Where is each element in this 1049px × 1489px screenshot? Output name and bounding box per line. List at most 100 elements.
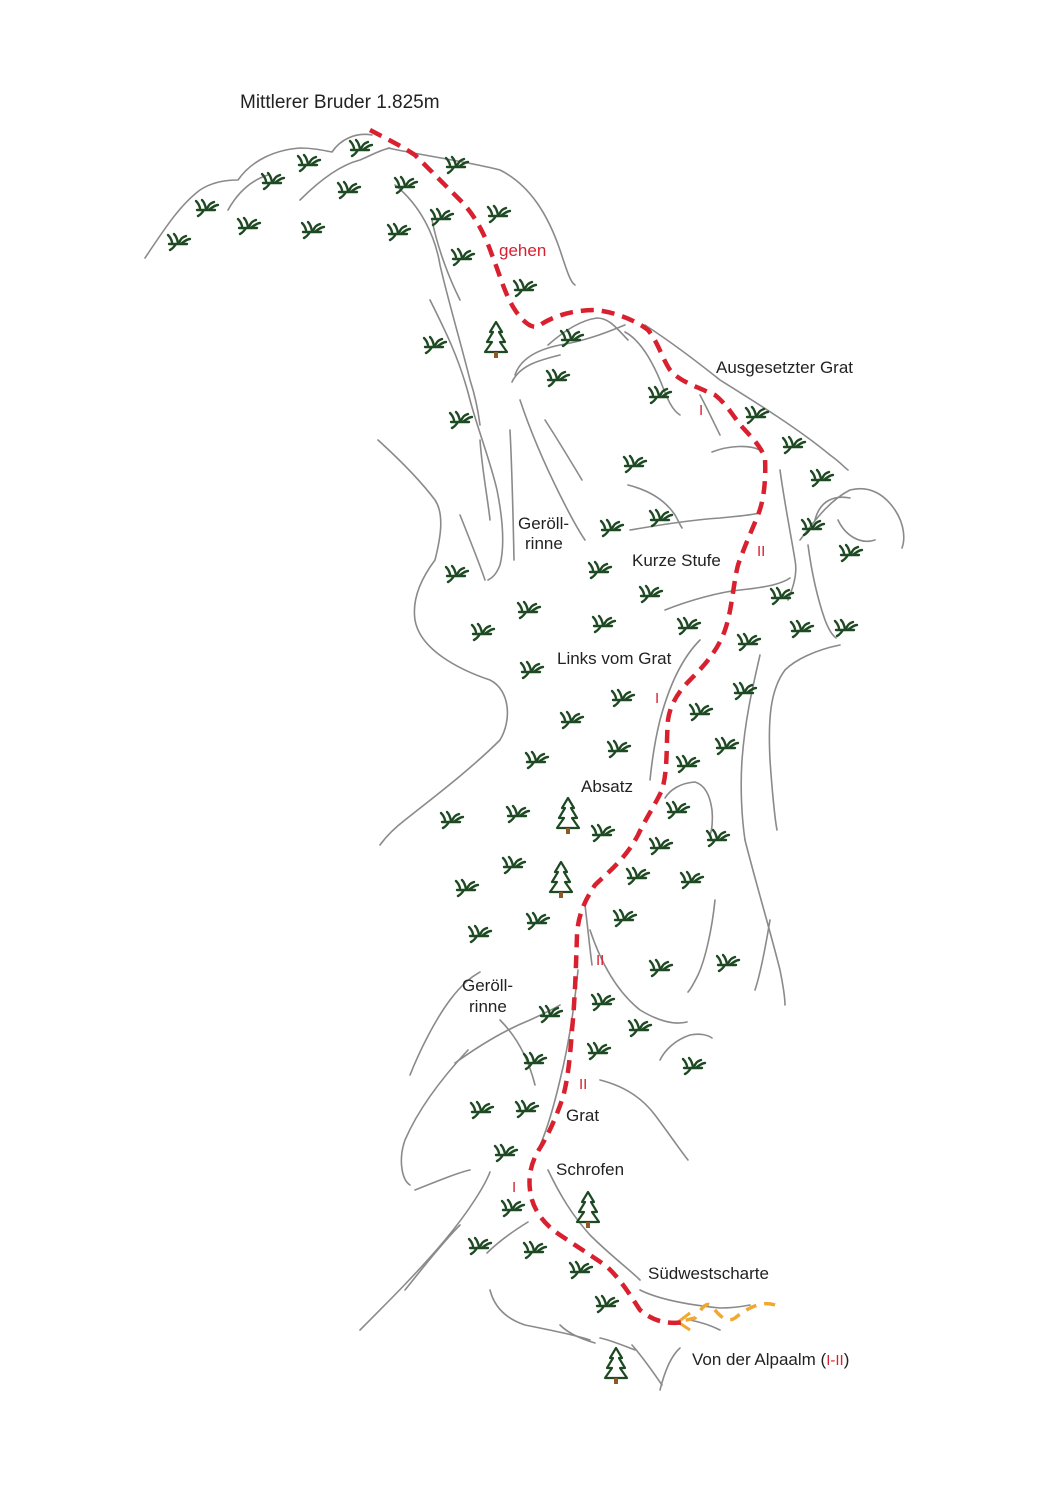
grass-tuft-icon xyxy=(606,739,632,759)
label-approach-alpaalm: Von der Alpaalm (I-II) xyxy=(692,1350,849,1369)
grade-mark-5: II xyxy=(579,1076,587,1093)
grass-tuft-icon xyxy=(300,220,326,240)
grass-tuft-icon xyxy=(194,198,220,218)
grass-tuft-icon xyxy=(439,810,465,830)
grass-tuft-icon xyxy=(386,222,412,242)
grass-tuft-icon xyxy=(516,600,542,620)
grass-tuft-icon xyxy=(467,1236,493,1256)
conifer-tree-icon xyxy=(483,320,509,358)
grass-tuft-icon xyxy=(559,328,585,348)
label-grat: Grat xyxy=(566,1106,599,1125)
grass-tuft-icon xyxy=(675,754,701,774)
label-links-vom-grat: Links vom Grat xyxy=(557,649,672,668)
grass-tuft-icon xyxy=(688,702,714,722)
grass-tuft-icon xyxy=(647,385,673,405)
grass-tuft-icon xyxy=(732,681,758,701)
grass-tuft-icon xyxy=(512,278,538,298)
label-ausgesetzter-grat: Ausgesetzter Grat xyxy=(716,358,853,377)
grass-tuft-icon xyxy=(612,908,638,928)
grass-tuft-icon xyxy=(736,632,762,652)
grass-tuft-icon xyxy=(648,958,674,978)
label-schrofen: Schrofen xyxy=(556,1160,624,1179)
grass-tuft-icon xyxy=(444,564,470,584)
grass-tuft-icon xyxy=(625,866,651,886)
grass-tuft-icon xyxy=(514,1099,540,1119)
grass-tuft-icon xyxy=(714,736,740,756)
grade-mark-1: I xyxy=(699,402,703,419)
grade-mark-2: II xyxy=(757,543,765,560)
grass-tuft-icon xyxy=(676,616,702,636)
label-geroellrinne-lower-line2: rinne xyxy=(469,997,507,1016)
label-gehen: gehen xyxy=(499,241,546,260)
grass-tuft-icon xyxy=(525,911,551,931)
grass-tuft-icon xyxy=(648,508,674,528)
grass-tuft-icon xyxy=(789,619,815,639)
grass-tuft-icon xyxy=(260,171,286,191)
grass-tuft-icon xyxy=(448,410,474,430)
conifer-tree-icon xyxy=(575,1190,601,1228)
grass-tuft-icon xyxy=(705,828,731,848)
grass-tuft-icon xyxy=(524,750,550,770)
grass-tuft-icon xyxy=(638,584,664,604)
label-kurze-stufe: Kurze Stufe xyxy=(632,551,721,570)
grass-tuft-icon xyxy=(622,454,648,474)
grass-tuft-icon xyxy=(450,247,476,267)
grass-tuft-icon xyxy=(833,618,859,638)
grade-mark-3: I xyxy=(655,690,659,707)
grass-tuft-icon xyxy=(493,1143,519,1163)
climbing-route xyxy=(368,128,768,1326)
grass-layer xyxy=(166,138,864,1314)
approach-grade: I-II xyxy=(826,1352,844,1369)
grass-tuft-icon xyxy=(166,232,192,252)
approach-path-alpaalm xyxy=(677,1302,776,1324)
grass-tuft-icon xyxy=(838,543,864,563)
grass-tuft-icon xyxy=(348,138,374,158)
grass-tuft-icon xyxy=(454,878,480,898)
grass-tuft-icon xyxy=(538,1004,564,1024)
grass-tuft-icon xyxy=(545,368,571,388)
grass-tuft-icon xyxy=(568,1260,594,1280)
grass-tuft-icon xyxy=(422,335,448,355)
approach-prefix: Von der Alpaalm ( xyxy=(692,1350,827,1369)
grass-tuft-icon xyxy=(594,1294,620,1314)
grass-tuft-icon xyxy=(467,924,493,944)
grass-tuft-icon xyxy=(522,1051,548,1071)
grass-tuft-icon xyxy=(809,468,835,488)
grass-tuft-icon xyxy=(500,1198,526,1218)
label-absatz: Absatz xyxy=(581,777,633,796)
grass-tuft-icon xyxy=(769,586,795,606)
label-geroellrinne-upper-line2: rinne xyxy=(525,534,563,553)
grass-tuft-icon xyxy=(679,870,705,890)
grass-tuft-icon xyxy=(470,622,496,642)
grass-tuft-icon xyxy=(591,614,617,634)
grass-tuft-icon xyxy=(665,800,691,820)
conifer-tree-icon xyxy=(548,860,574,898)
grass-tuft-icon xyxy=(393,175,419,195)
grass-tuft-icon xyxy=(781,435,807,455)
grass-tuft-icon xyxy=(627,1018,653,1038)
approach-suffix: ) xyxy=(844,1350,850,1369)
grass-tuft-icon xyxy=(469,1100,495,1120)
terrain-lines xyxy=(144,133,905,1391)
conifer-tree-icon xyxy=(603,1346,629,1384)
grass-tuft-icon xyxy=(800,517,826,537)
conifer-tree-icon xyxy=(555,796,581,834)
grass-tuft-icon xyxy=(296,153,322,173)
grass-tuft-icon xyxy=(590,823,616,843)
grass-tuft-icon xyxy=(519,660,545,680)
label-geroellrinne-lower-line1: Geröll- xyxy=(462,976,513,995)
grass-tuft-icon xyxy=(599,518,625,538)
grass-tuft-icon xyxy=(429,207,455,227)
grass-tuft-icon xyxy=(486,204,512,224)
grass-tuft-icon xyxy=(610,688,636,708)
grass-tuft-icon xyxy=(590,992,616,1012)
grass-tuft-icon xyxy=(505,804,531,824)
grass-tuft-icon xyxy=(501,855,527,875)
grass-tuft-icon xyxy=(236,216,262,236)
label-suedwestscharte: Südwestscharte xyxy=(648,1264,769,1283)
grass-tuft-icon xyxy=(586,1041,612,1061)
grade-mark-4: II xyxy=(596,952,604,969)
grass-tuft-icon xyxy=(559,710,585,730)
summit-label: Mittlerer Bruder 1.825m xyxy=(240,92,440,113)
